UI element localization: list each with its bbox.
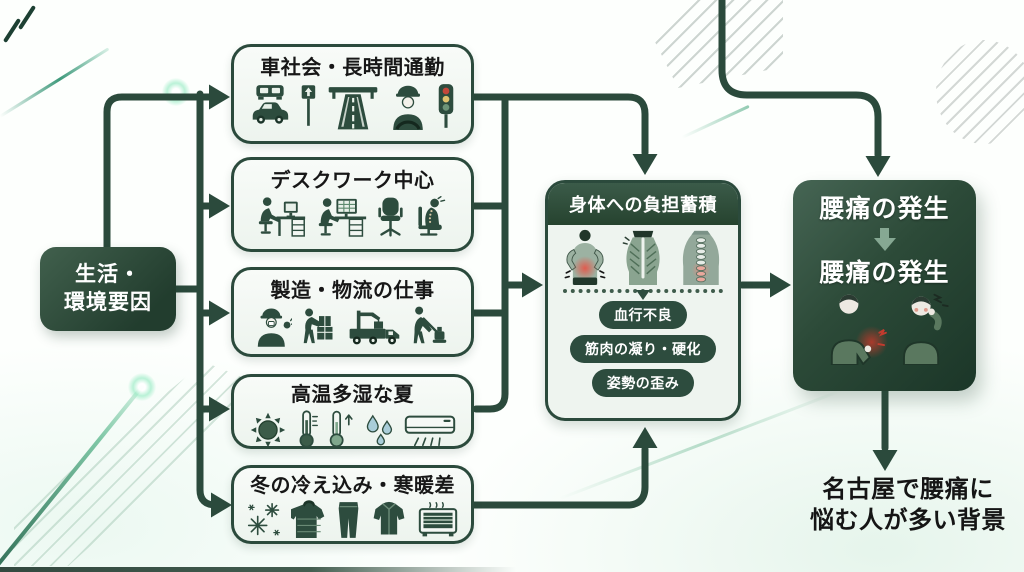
caption-text: 名古屋で腰痛に 悩む人が多い背景	[800, 474, 1016, 536]
factor-box-desk-work: デスクワーク中心	[231, 157, 474, 252]
heater-icon	[418, 502, 458, 537]
snowflakes-icon	[247, 502, 280, 536]
factor-icons-row	[249, 409, 456, 449]
factor-title: デスクワーク中心	[270, 170, 435, 192]
crane-truck-icon	[349, 310, 400, 345]
source-label-line2: 環境要因	[64, 291, 152, 314]
factor-box-winter-cold: 冬の冷え込み・寒暖差	[231, 465, 474, 544]
back-pain-figure-icon	[564, 229, 606, 285]
burden-illustrations-row	[548, 225, 738, 285]
factor-icons-row	[246, 500, 459, 540]
highway-icon	[328, 87, 377, 130]
source-box-life-environment: 生活・ 環境要因	[40, 247, 176, 331]
thermometer-up-icon	[329, 410, 353, 448]
floor-machine-icon	[413, 306, 447, 344]
factor-box-car-commute: 車社会・長時間通勤	[231, 44, 474, 144]
effect-pill: 姿勢の歪み	[591, 369, 695, 397]
factor-icons-row	[256, 305, 449, 347]
caption-line2: 悩む人が多い背景	[810, 507, 1006, 534]
pants-icon	[338, 502, 359, 538]
source-label-line1: 生活・	[75, 263, 141, 286]
caption-line1: 名古屋で腰痛に	[822, 476, 994, 503]
burden-box: 身体への負担蓄積	[545, 180, 741, 421]
result-title-top: 腰痛の発生	[819, 195, 950, 223]
effect-pill: 血行不良	[599, 301, 687, 329]
driver-icon	[392, 85, 423, 130]
cars-icon	[252, 85, 288, 124]
thermometer-icon	[299, 410, 318, 448]
factor-title: 冬の冷え込み・寒暖差	[250, 475, 455, 497]
effect-pill: 筋肉の凝り・硬化	[570, 335, 716, 363]
factor-box-hot-humid-summer: 高温多湿な夏	[231, 374, 474, 449]
back-pain-people-illustration	[830, 293, 949, 365]
traffic-light-icon	[438, 84, 453, 128]
dotted-divider	[563, 289, 723, 300]
jacket-icon	[373, 501, 405, 535]
puffer-jacket-icon	[291, 500, 325, 538]
result-title-bottom: 腰痛の発生	[819, 259, 950, 287]
box-carrier-icon	[303, 308, 333, 344]
divider-arrow-icon	[636, 290, 650, 307]
factory-worker-icon	[257, 308, 292, 347]
spine-figure-icon	[682, 230, 720, 285]
sweat-drops-icon	[366, 414, 393, 446]
factor-icons-row	[250, 82, 456, 130]
factor-title: 高温多湿な夏	[291, 384, 414, 406]
factor-icons-row	[257, 195, 449, 238]
air-conditioner-icon	[404, 415, 456, 447]
down-arrow-icon	[873, 228, 896, 251]
desk-worker-icon	[258, 197, 305, 237]
person-distressed-icon	[902, 293, 949, 365]
result-box-back-pain: 腰痛の発生 腰痛の発生	[793, 180, 976, 391]
factor-box-manufacturing-logistics: 製造・物流の仕事	[231, 267, 474, 357]
sun-icon	[250, 412, 286, 448]
back-muscle-figure-icon	[622, 230, 660, 285]
road-sign-icon	[301, 85, 315, 126]
desk-computer-icon	[318, 198, 366, 237]
factor-title: 製造・物流の仕事	[270, 280, 435, 302]
office-chair-icon	[377, 197, 403, 237]
person-back-pain-icon	[830, 294, 887, 365]
burden-box-title: 身体への負担蓄積	[548, 183, 738, 225]
seated-person-icon	[417, 195, 445, 236]
factor-title: 車社会・長時間通勤	[260, 57, 445, 79]
